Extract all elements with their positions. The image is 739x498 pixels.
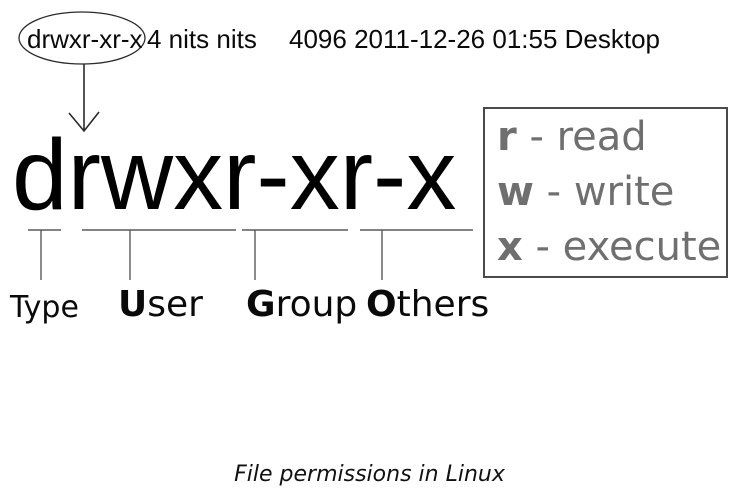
label-others-text: thers	[396, 284, 490, 325]
label-others-bold: O	[366, 284, 397, 325]
label-user-bold: U	[118, 284, 148, 325]
permissions-string: drwxr-xr-x	[27, 24, 143, 54]
label-group-text: roup	[275, 284, 358, 325]
legend-item-write: w - write	[497, 165, 726, 220]
legend-item-read: r - read	[497, 110, 726, 165]
label-type: Type	[10, 293, 79, 323]
legend-desc-execute: - execute	[522, 224, 722, 270]
legend-box: r - read w - write x - execute	[483, 107, 728, 278]
legend-key-r: r	[497, 114, 517, 160]
legend-key-w: w	[497, 169, 534, 215]
link-count-owner-group: 4 nits nits	[147, 24, 257, 54]
label-user: User	[118, 287, 203, 323]
bracket-user	[82, 229, 236, 280]
label-others: Others	[366, 287, 489, 323]
file-size-date-name: 4096 2011-12-26 01:55 Desktop	[289, 24, 661, 54]
label-group: Group	[246, 287, 357, 323]
legend-key-x: x	[497, 224, 523, 270]
big-permission-string: drwxr-xr-x	[12, 119, 457, 231]
diagram-caption: File permissions in Linux	[234, 462, 505, 487]
legend-item-execute: x - execute	[497, 220, 726, 275]
bracket-group	[242, 229, 348, 280]
bracket-type	[28, 229, 61, 280]
label-type-text: Type	[10, 290, 79, 325]
legend-desc-write: - write	[533, 169, 675, 215]
label-user-text: ser	[147, 284, 203, 325]
legend-desc-read: - read	[516, 114, 647, 160]
bracket-others	[360, 229, 473, 280]
label-group-bold: G	[246, 284, 276, 325]
